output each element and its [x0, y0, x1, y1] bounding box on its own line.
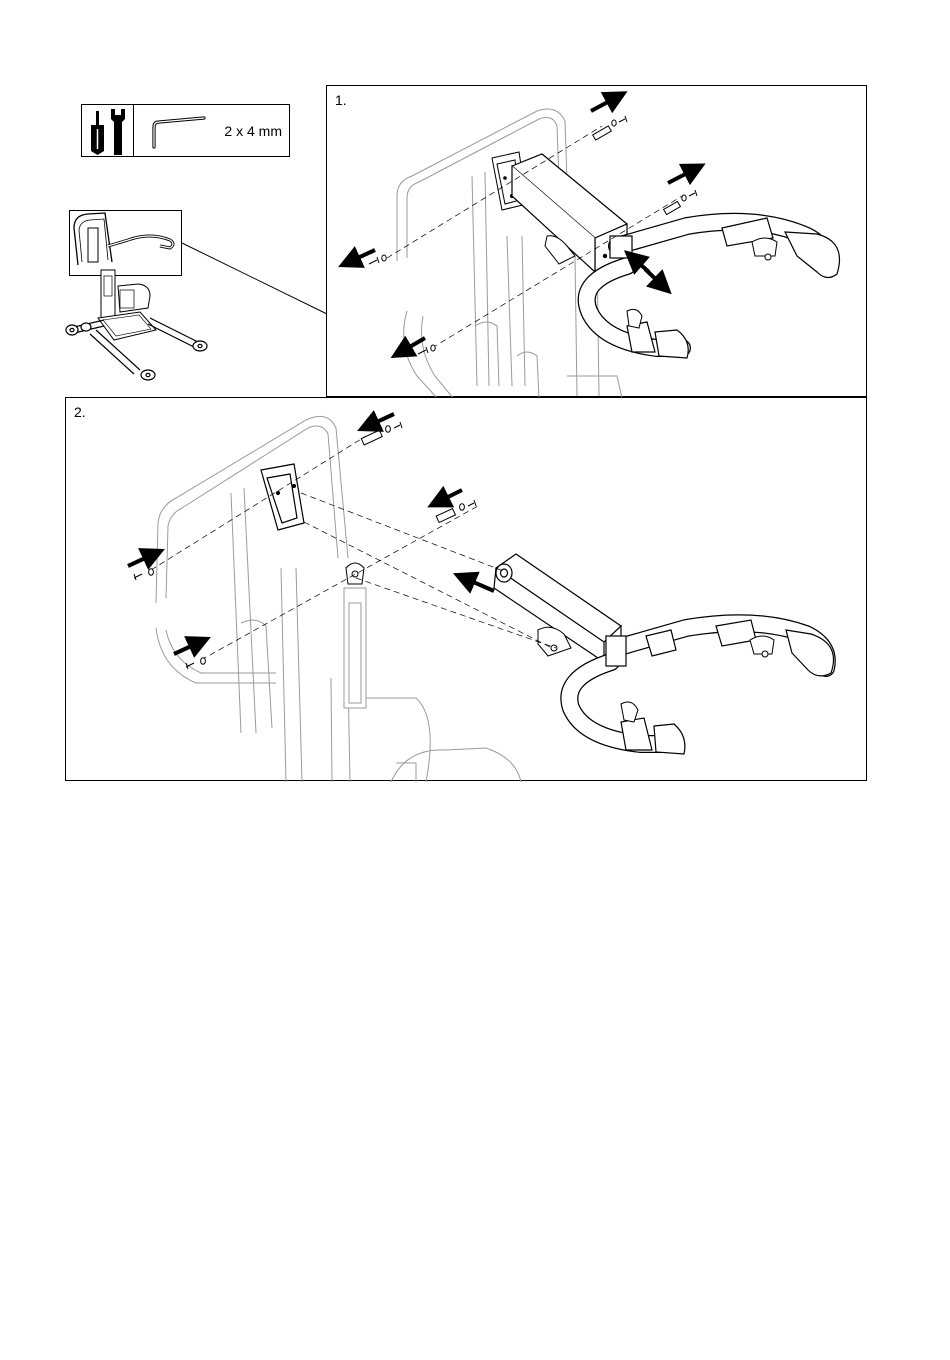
step-2-panel: 2. [65, 397, 867, 781]
step-2-illustration [66, 398, 868, 782]
step-1-illustration [327, 86, 868, 398]
step-1-panel: 1. [326, 85, 867, 397]
